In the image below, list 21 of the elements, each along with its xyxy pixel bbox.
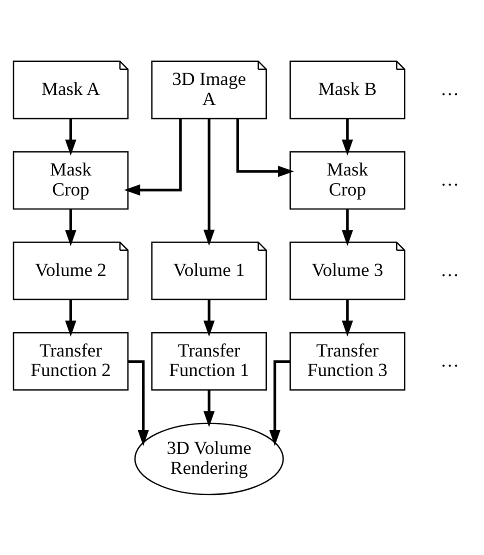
arrow [124,118,182,196]
arrow [65,118,76,156]
node-box: Mask Crop [290,150,406,210]
node-box: Transfer Function 1 [151,332,267,390]
label: … [440,78,460,100]
node-box: Transfer Function 2 [12,332,129,390]
node-box: Mask Crop [12,150,129,210]
label: … [440,350,460,371]
node-box: Transfer Function 3 [290,332,406,390]
arrow [236,118,294,176]
label: … [440,168,460,190]
arrow [342,298,354,336]
arrow [203,298,215,336]
label: … [440,259,460,280]
arrow [65,208,76,246]
arrow [342,118,354,156]
arrow [203,390,215,427]
arrow [65,298,76,336]
node-ellipse: 3D Volume Rendering [134,422,284,495]
arrow [203,118,215,246]
arrow [342,208,354,246]
